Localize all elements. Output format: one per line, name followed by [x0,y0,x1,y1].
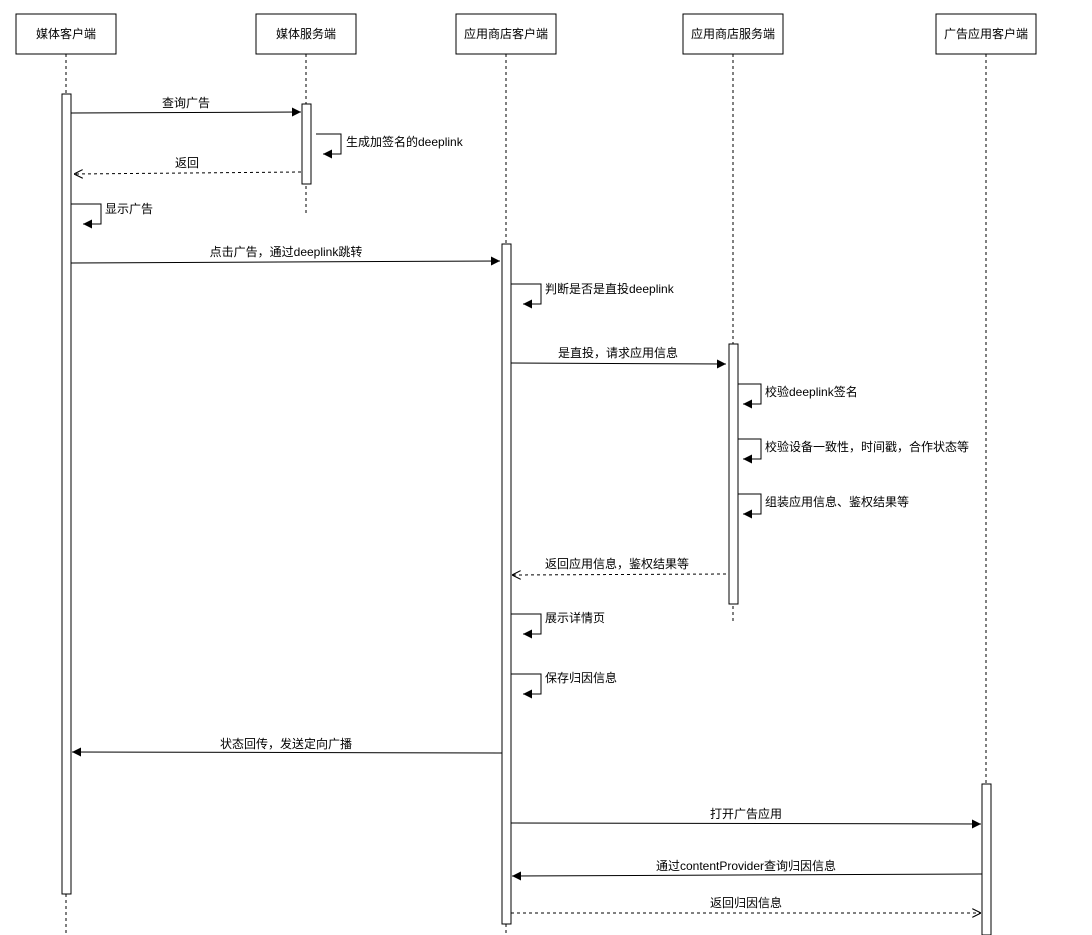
message-label: 返回归因信息 [710,895,782,910]
message-label: 校验设备一致性，时间戳，合作状态等 [765,439,969,454]
actor-label-media-server: 媒体服务端 [276,26,336,41]
actor-label-store-client: 应用商店客户端 [464,26,548,41]
actor-ad-app-client: 广告应用客户端 [935,13,1037,55]
message-label: 返回应用信息，鉴权结果等 [545,556,689,571]
message-generate-signed-deeplink: 生成加签名的deeplink [316,133,464,159]
message-label: 查询广告 [162,96,210,110]
message-label: 是直投，请求应用信息 [558,345,678,360]
activation-media-server [301,103,312,185]
actor-label-ad-app-client: 广告应用客户端 [944,26,1028,41]
activation-ad-app-client [981,783,992,935]
message-label: 生成加签名的deeplink [346,134,464,149]
message-show-ad: 显示广告 [71,202,153,229]
message-return-app-info: 返回应用信息，鉴权结果等 [512,556,727,575]
message-assemble-info: 组装应用信息、鉴权结果等 [738,493,909,519]
message-label: 通过contentProvider查询归因信息 [656,858,836,873]
activation-media-client [61,93,72,895]
message-return-attribution: 返回归因信息 [511,895,981,913]
message-label: 点击广告，通过deeplink跳转 [210,244,363,259]
message-label: 展示详情页 [545,610,605,625]
message-request-app-info: 是直投，请求应用信息 [510,345,727,369]
message-label: 判断是否是直投deeplink [545,281,675,296]
actor-media-server: 媒体服务端 [255,13,357,55]
message-show-detail-page: 展示详情页 [511,610,605,639]
actor-store-client: 应用商店客户端 [455,13,557,55]
message-query-attribution: 通过contentProvider查询归因信息 [511,858,983,881]
message-label: 状态回传，发送定向广播 [220,736,352,751]
actor-label-store-server: 应用商店服务端 [691,26,775,41]
message-label: 显示广告 [105,202,153,216]
message-status-callback: 状态回传，发送定向广播 [71,736,503,757]
actor-media-client: 媒体客户端 [15,13,117,55]
message-query-ad: 查询广告 [70,96,302,117]
activation-store-server [728,343,739,605]
message-label: 组装应用信息、鉴权结果等 [765,494,909,509]
message-verify-device: 校验设备一致性，时间戳，合作状态等 [738,438,969,464]
message-verify-signature: 校验deeplink签名 [738,383,858,409]
message-save-attribution: 保存归因信息 [511,670,617,699]
activation-store-client [501,243,512,925]
message-open-ad-app: 打开广告应用 [510,806,982,829]
message-label: 校验deeplink签名 [765,384,858,399]
message-click-ad-deeplink: 点击广告，通过deeplink跳转 [70,244,501,266]
message-label: 打开广告应用 [710,806,782,821]
message-check-direct-deeplink: 判断是否是直投deeplink [511,281,675,309]
actor-label-media-client: 媒体客户端 [36,26,96,41]
actor-store-server: 应用商店服务端 [682,13,784,55]
message-label: 保存归因信息 [545,670,617,685]
message-return: 返回 [74,156,302,174]
message-label: 返回 [175,156,199,170]
